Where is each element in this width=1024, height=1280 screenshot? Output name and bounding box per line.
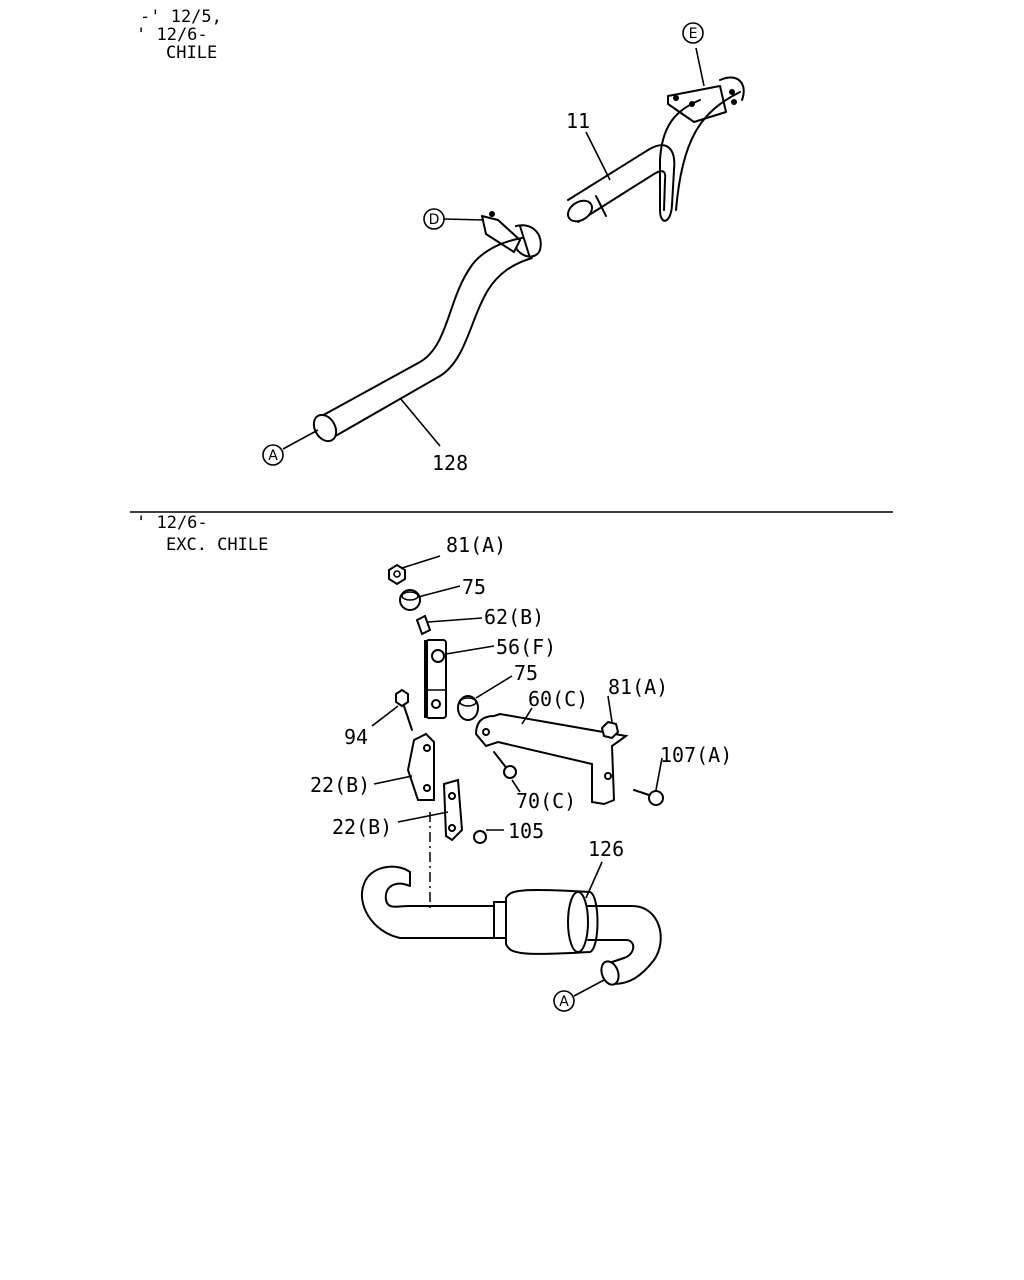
top-note-line-2: ' 12/6- — [136, 25, 208, 45]
bottom-note-line-2: EXC. CHILE — [166, 535, 268, 555]
leader-ref-a-top — [282, 429, 319, 450]
label-part-105: 105 — [508, 819, 544, 843]
bracket-60c-drawing — [474, 712, 664, 806]
ref-a-circle-top — [262, 444, 284, 466]
leader-128 — [399, 397, 441, 447]
label-part-70c: 70(C) — [516, 789, 576, 813]
ref-d-circle — [423, 208, 445, 230]
bottom-note-line-1: ' 12/6- — [136, 513, 208, 533]
label-part-81a-right: 81(A) — [608, 675, 668, 699]
ref-a-label-bottom: A — [559, 994, 569, 1010]
label-part-62b: 62(B) — [484, 605, 544, 629]
pipe-128-drawing — [312, 211, 542, 443]
label-part-56f: 56(F) — [496, 635, 556, 659]
label-part-128: 128 — [432, 451, 468, 475]
ref-e-circle — [682, 22, 704, 44]
bottom-leaders — [371, 555, 663, 997]
ref-e-label: E — [689, 26, 698, 42]
label-part-11: 11 — [566, 109, 590, 133]
top-section-note: -' 12/5, ' 12/6- CHILE — [136, 7, 222, 63]
ref-d-label: D — [429, 212, 440, 228]
ref-a-label-top: A — [268, 448, 278, 464]
label-part-75-mid: 75 — [514, 661, 538, 685]
label-part-22b-lower: 22(B) — [332, 815, 392, 839]
label-part-22b-upper: 22(B) — [310, 773, 370, 797]
top-note-line-1: -' 12/5, — [140, 7, 222, 27]
label-part-94: 94 — [344, 725, 368, 749]
bottom-section-note: ' 12/6- EXC. CHILE — [136, 513, 268, 555]
label-part-60c: 60(C) — [528, 687, 588, 711]
label-part-126: 126 — [588, 837, 624, 861]
hanger-parts-drawing — [388, 563, 487, 912]
pipe-11-drawing — [566, 47, 745, 223]
top-note-line-3: CHILE — [166, 43, 217, 63]
ref-a-circle-bottom — [553, 990, 575, 1012]
leader-11 — [585, 131, 611, 181]
label-part-81a-top: 81(A) — [446, 533, 506, 557]
label-part-75-top: 75 — [462, 575, 486, 599]
label-part-107a: 107(A) — [660, 743, 732, 767]
muffler-126-drawing — [360, 865, 662, 986]
